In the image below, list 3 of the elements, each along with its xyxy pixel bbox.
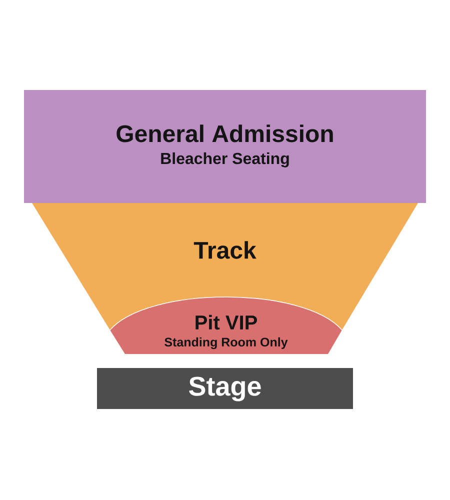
seating-section: General Admission Bleacher Seating [24,90,426,203]
seating-section: Pit VIP Standing Room Only [110,296,342,354]
seating-section: Stage [97,368,353,409]
